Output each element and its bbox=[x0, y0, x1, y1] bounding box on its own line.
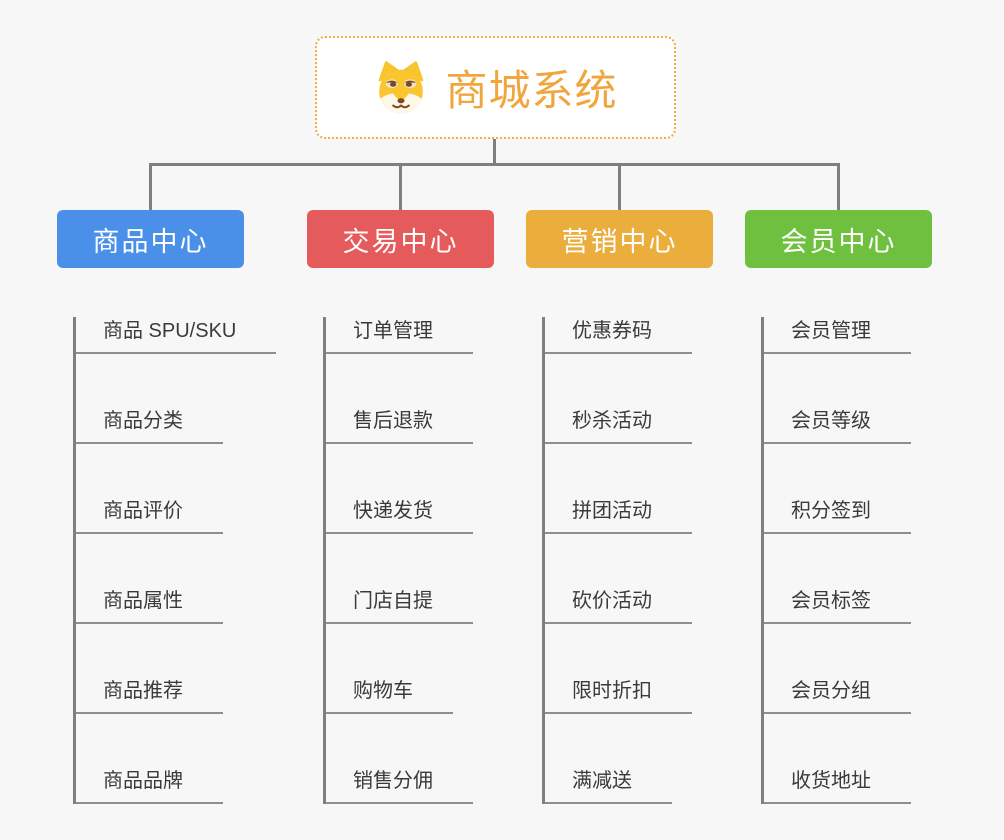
branch-topic[interactable]: 商品中心 bbox=[57, 210, 244, 268]
child-topic[interactable]: 会员等级 bbox=[764, 407, 911, 444]
child-topic[interactable]: 秒杀活动 bbox=[545, 407, 692, 444]
branch-topic[interactable]: 交易中心 bbox=[307, 210, 494, 268]
child-topic[interactable]: 快递发货 bbox=[326, 497, 473, 534]
branch-children: 优惠券码秒杀活动拼团活动砍价活动限时折扣满减送 bbox=[542, 317, 692, 804]
child-topic[interactable]: 会员管理 bbox=[764, 317, 911, 354]
child-topic[interactable]: 售后退款 bbox=[326, 407, 473, 444]
child-topic[interactable]: 门店自提 bbox=[326, 587, 473, 624]
child-topic[interactable]: 拼团活动 bbox=[545, 497, 692, 534]
child-topic[interactable]: 订单管理 bbox=[326, 317, 473, 354]
child-topic[interactable]: 商品推荐 bbox=[76, 677, 223, 714]
branch-children: 会员管理会员等级积分签到会员标签会员分组收货地址 bbox=[761, 317, 911, 804]
child-topic[interactable]: 商品评价 bbox=[76, 497, 223, 534]
child-topic[interactable]: 会员标签 bbox=[764, 587, 911, 624]
child-topic[interactable]: 商品 SPU/SKU bbox=[76, 317, 277, 354]
branch-topic[interactable]: 营销中心 bbox=[526, 210, 713, 268]
branch-3: 会员中心 会员管理会员等级积分签到会员标签会员分组收货地址 bbox=[745, 210, 932, 804]
connector-root-stub bbox=[493, 139, 496, 163]
connector-drop bbox=[149, 163, 152, 210]
branch-2: 营销中心 优惠券码秒杀活动拼团活动砍价活动限时折扣满减送 bbox=[526, 210, 713, 804]
connector-drop bbox=[399, 163, 402, 210]
connector-drop bbox=[618, 163, 621, 210]
child-topic[interactable]: 商品属性 bbox=[76, 587, 223, 624]
child-topic[interactable]: 收货地址 bbox=[764, 767, 911, 804]
branch-children: 商品 SPU/SKU 商品分类商品评价商品属性商品推荐商品品牌 bbox=[73, 317, 277, 804]
connector-drop bbox=[837, 163, 840, 210]
root-topic[interactable]: 商城系统 bbox=[315, 36, 676, 139]
branch-children: 订单管理售后退款快递发货门店自提购物车销售分佣 bbox=[323, 317, 473, 804]
branch-1: 交易中心 订单管理售后退款快递发货门店自提购物车销售分佣 bbox=[307, 210, 494, 804]
child-topic[interactable]: 积分签到 bbox=[764, 497, 911, 534]
child-topic[interactable]: 销售分佣 bbox=[326, 767, 473, 804]
child-topic[interactable]: 限时折扣 bbox=[545, 677, 692, 714]
shiba-dog-icon bbox=[379, 60, 424, 113]
child-topic[interactable]: 会员分组 bbox=[764, 677, 911, 714]
child-topic[interactable]: 砍价活动 bbox=[545, 587, 692, 624]
child-topic[interactable]: 商品品牌 bbox=[76, 767, 223, 804]
child-topic[interactable]: 商品分类 bbox=[76, 407, 223, 444]
branch-0: 商品中心 商品 SPU/SKU 商品分类商品评价商品属性商品推荐商品品牌 bbox=[57, 210, 277, 804]
branch-topic[interactable]: 会员中心 bbox=[745, 210, 932, 268]
child-topic[interactable]: 购物车 bbox=[326, 677, 453, 714]
child-topic[interactable]: 优惠券码 bbox=[545, 317, 692, 354]
child-topic[interactable]: 满减送 bbox=[545, 767, 672, 804]
root-title: 商城系统 bbox=[445, 67, 618, 114]
connector-bus bbox=[149, 163, 840, 166]
